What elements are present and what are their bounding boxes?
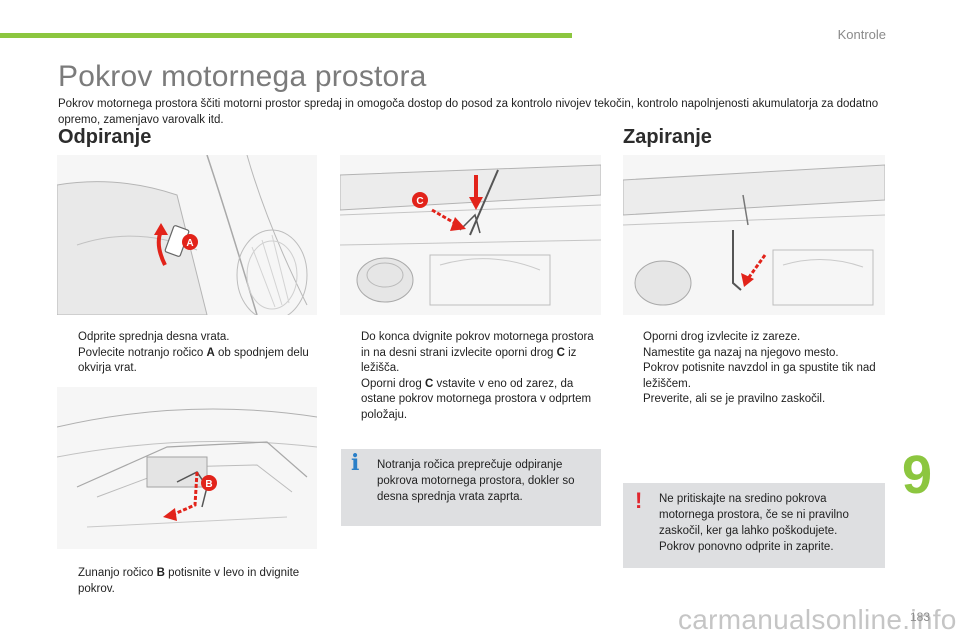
page-number: 183 xyxy=(910,610,931,624)
step-text: iz ležišča. xyxy=(361,346,577,375)
step-text: potisnite v levo in dvignite pokrov. xyxy=(78,567,300,595)
step-item: Oporni drog C vstavite v eno od zarez, d… xyxy=(341,377,601,424)
steps-closing: Oporni drog izvlecite iz zareze. Namestit… xyxy=(623,330,885,408)
callout-a: A xyxy=(186,238,193,249)
watermark: carmanualsonline.info xyxy=(678,604,957,635)
section-label: Kontrole xyxy=(837,27,886,42)
step-text: vstavite v eno od zarez, da ostane pokro… xyxy=(361,377,592,421)
step-text: Oporni drog xyxy=(361,377,425,390)
step-text: Do konca dvignite pokrov motornega prost… xyxy=(361,331,594,359)
closing-heading: Zapiranje xyxy=(623,126,712,148)
step-text: Zunanjo ročico xyxy=(78,567,157,579)
step-item: Povlecite notranjo ročico A ob spodnjem … xyxy=(58,346,318,377)
step-callout: A xyxy=(206,346,215,359)
figure-support-rod-open: C xyxy=(340,155,601,315)
step-item: Pokrov potisnite navzdol in ga spustite … xyxy=(623,361,885,392)
step-callout: B xyxy=(156,567,165,579)
step-callout: C xyxy=(424,377,434,390)
opening-heading: Odpiranje xyxy=(58,126,152,148)
callout-b: B xyxy=(205,479,212,490)
chapter-number: 9 xyxy=(902,445,933,505)
step-item: Preverite, ali se je pravilno zaskočil. xyxy=(623,392,885,408)
intro-paragraph: Pokrov motornega prostora ščiti motorni … xyxy=(58,98,879,126)
step-text: ob spodnjem delu okvirja vrat. xyxy=(78,346,309,375)
warning-icon: ! xyxy=(635,488,643,513)
step-text: Oporni drog izvlecite iz zareze. xyxy=(643,331,801,343)
steps-support-rod: Do konca dvignite pokrov motornega prost… xyxy=(341,330,601,423)
warning-note-text: Ne pritiskajte na sredino pokrova motorn… xyxy=(659,493,849,553)
step-callout: C xyxy=(556,346,565,359)
info-note: i Notranja ročica preprečuje odpiranje p… xyxy=(341,449,601,526)
support-rod-open-illustration: C xyxy=(340,155,601,315)
figure-exterior-lever: B xyxy=(57,387,317,549)
step-item: Oporni drog izvlecite iz zareze. xyxy=(623,330,885,346)
callout-c: C xyxy=(416,196,423,207)
info-icon: i xyxy=(351,450,360,476)
steps-open-door: Odprite sprednja desna vrata. Povlecite n… xyxy=(58,330,318,377)
steps-exterior-lever: Zunanjo ročico B potisnite v levo in dvi… xyxy=(58,566,320,597)
step-text: Povlecite notranjo ročico xyxy=(78,346,207,359)
warning-note: ! Ne pritiskajte na sredino pokrova moto… xyxy=(623,483,885,568)
step-item: Odprite sprednja desna vrata. xyxy=(58,330,318,346)
step-text: Pokrov potisnite navzdol in ga spustite … xyxy=(643,362,876,390)
exterior-lever-illustration: B xyxy=(57,387,317,549)
step-text: Odprite sprednja desna vrata. xyxy=(78,331,230,343)
step-text: Namestite ga nazaj na njegovo mesto. xyxy=(643,346,839,359)
support-rod-close-illustration xyxy=(623,155,885,315)
figure-support-rod-close xyxy=(623,155,885,315)
step-item: Zunanjo ročico B potisnite v levo in dvi… xyxy=(58,566,320,597)
step-item: Namestite ga nazaj na njegovo mesto. xyxy=(623,346,885,362)
section-accent-bar xyxy=(0,33,572,38)
info-note-text: Notranja ročica preprečuje odpiranje pok… xyxy=(377,459,575,503)
step-item: Do konca dvignite pokrov motornega prost… xyxy=(341,330,601,377)
interior-lever-illustration: A xyxy=(57,155,317,315)
step-text: Preverite, ali se je pravilno zaskočil. xyxy=(643,393,826,405)
figure-interior-lever: A xyxy=(57,155,317,315)
page-title: Pokrov motornega prostora xyxy=(58,60,427,93)
